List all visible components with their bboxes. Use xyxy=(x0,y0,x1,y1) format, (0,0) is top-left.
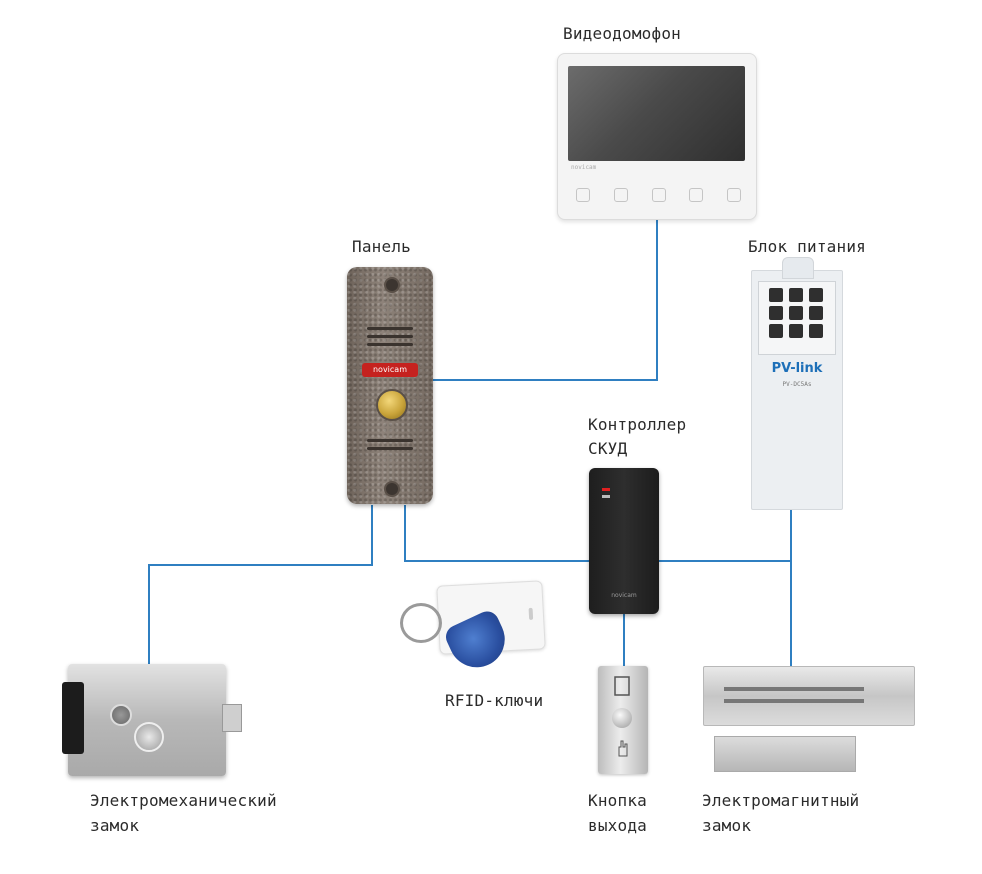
access-controller: novicam xyxy=(589,468,659,614)
exit-button-knob xyxy=(612,708,632,728)
psu-brand: PV-link xyxy=(771,361,823,376)
mic-slot xyxy=(367,447,413,450)
status-led-red xyxy=(602,488,610,491)
label-panel: Панель xyxy=(352,237,411,256)
speaker-slot xyxy=(367,343,413,346)
terminal-block xyxy=(769,288,823,338)
screw-icon xyxy=(384,481,400,497)
exit-button-device xyxy=(598,666,648,774)
controller-brand: novicam xyxy=(611,592,637,599)
speaker-slot xyxy=(367,335,413,338)
speaker-slot xyxy=(367,327,413,330)
psu-model: PV-DC5As xyxy=(782,381,812,388)
screw-icon xyxy=(384,277,400,293)
label-em-lock-line2: замок xyxy=(90,816,140,835)
label-intercom: Видеодомофон xyxy=(563,24,681,43)
armature-plate xyxy=(714,736,856,772)
label-controller-line2: СКУД xyxy=(588,439,628,458)
monitor-screen xyxy=(568,66,745,161)
monitor-button-icon xyxy=(613,188,628,202)
lock-groove xyxy=(724,687,864,691)
call-button xyxy=(376,389,408,421)
video-intercom-monitor: novicam xyxy=(557,53,757,220)
label-rfid: RFID-ключи xyxy=(445,691,544,710)
lock-bolt xyxy=(222,704,242,732)
monitor-button-icon xyxy=(689,188,704,202)
wire-panel-emlock xyxy=(148,505,373,665)
lock-button xyxy=(110,704,132,726)
lock-faceplate xyxy=(62,682,84,754)
panel-brand: novicam xyxy=(362,363,418,377)
psu-terminal-cover xyxy=(758,281,836,355)
lock-groove xyxy=(724,699,864,703)
hand-icon xyxy=(618,740,628,757)
psu-hanger xyxy=(782,257,814,279)
card-slot xyxy=(528,607,534,621)
monitor-button-icon xyxy=(727,188,741,202)
label-controller-line1: Контроллер xyxy=(588,415,687,434)
key-ring-icon xyxy=(400,603,442,643)
electromagnetic-lock xyxy=(703,666,915,726)
call-panel: novicam xyxy=(347,267,433,504)
electromechanical-lock xyxy=(62,664,242,776)
label-mag-lock-line1: Электромагнитный xyxy=(702,791,860,810)
mic-slot xyxy=(367,439,413,442)
label-em-lock-line1: Электромеханический xyxy=(90,791,277,810)
label-mag-lock-line2: замок xyxy=(702,816,752,835)
power-supply: PV-link PV-DC5As xyxy=(751,257,843,510)
wire-monitor-panel xyxy=(433,219,658,381)
label-psu: Блок питания xyxy=(748,237,866,256)
label-exit-line1: Кнопка xyxy=(588,791,647,810)
wire-panel-controller xyxy=(404,505,589,562)
monitor-brand: novicam xyxy=(571,164,597,171)
label-exit-line2: выхода xyxy=(588,816,647,835)
monitor-buttons xyxy=(576,188,741,202)
door-exit-icon xyxy=(614,676,630,696)
monitor-button-icon xyxy=(651,188,666,202)
status-led xyxy=(602,495,610,498)
key-cylinder-icon xyxy=(134,722,164,752)
monitor-button-icon xyxy=(576,188,590,202)
